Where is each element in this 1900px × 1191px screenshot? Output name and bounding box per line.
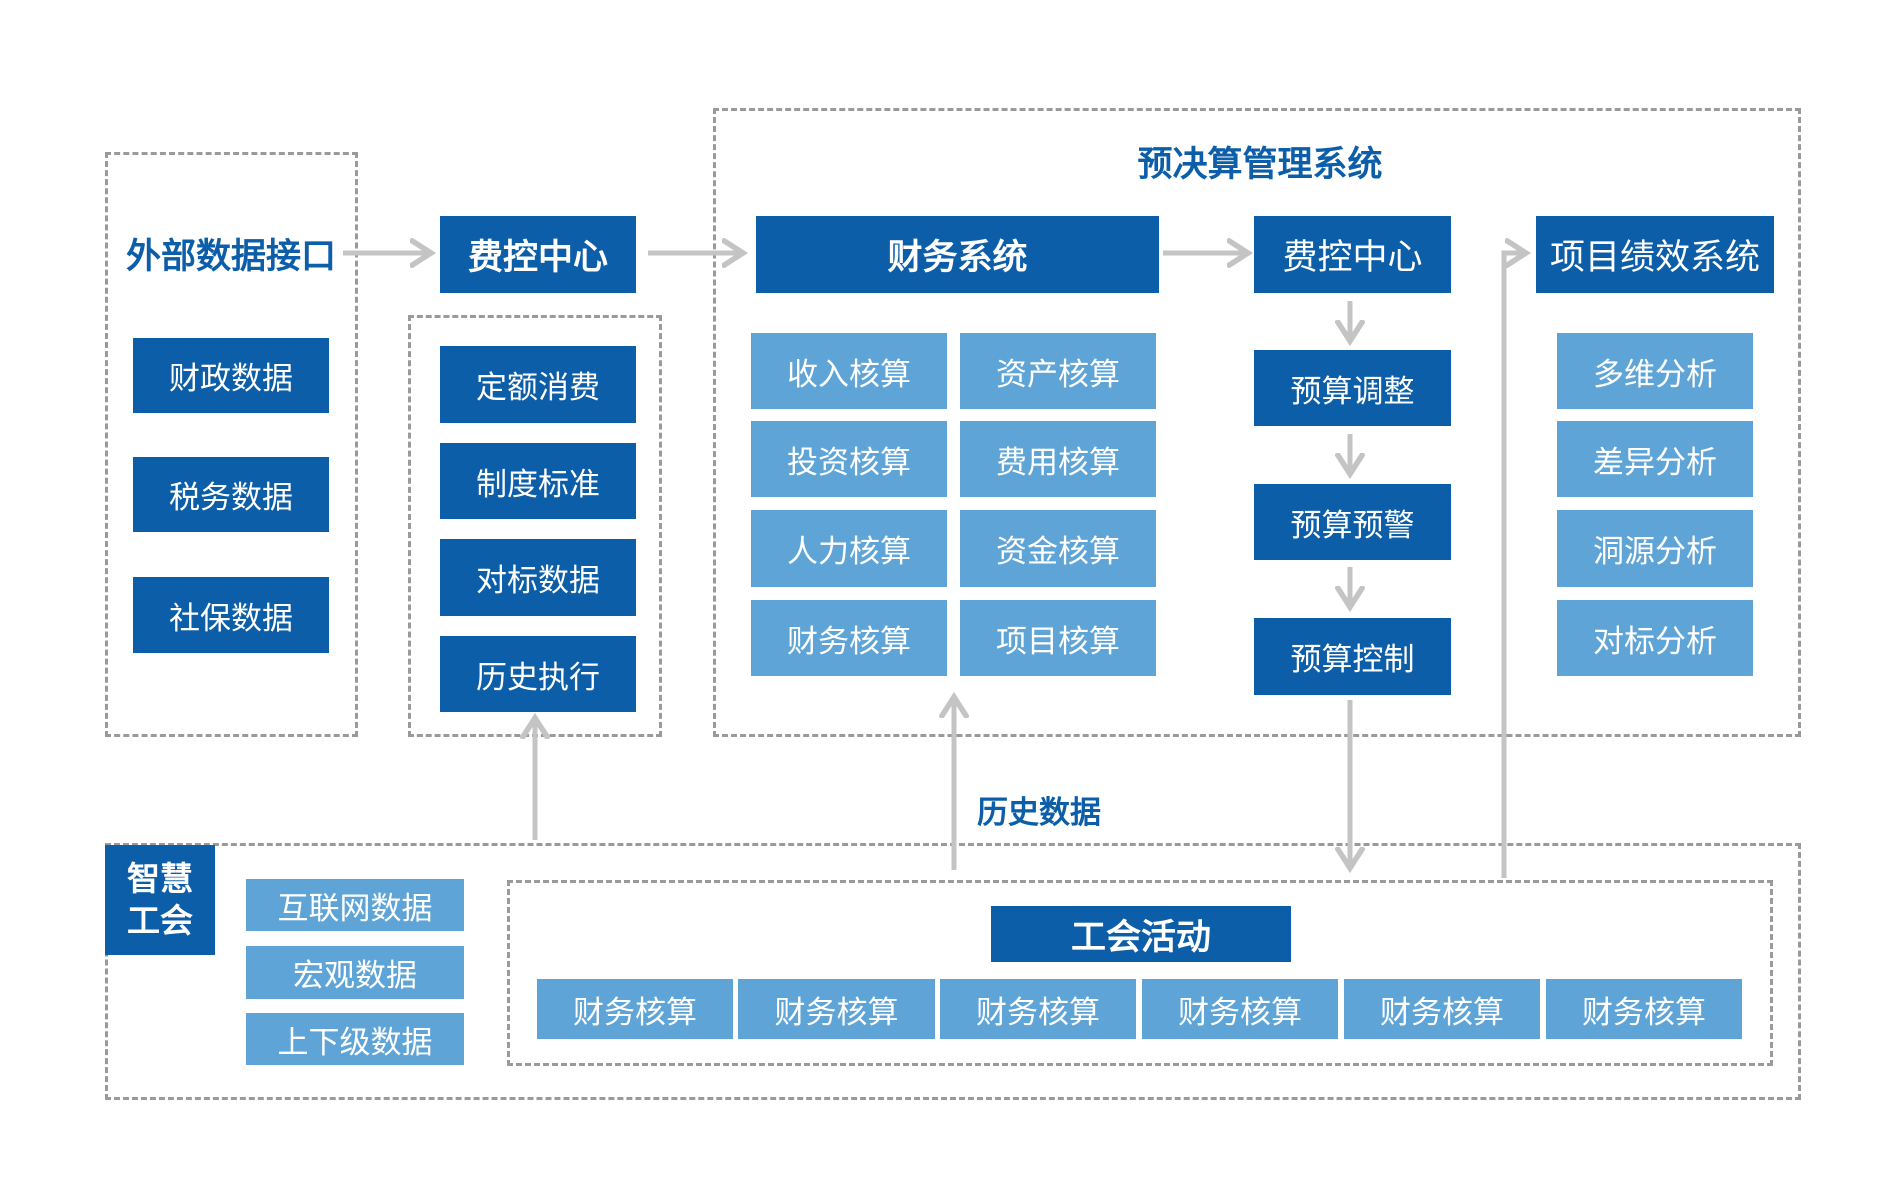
cost-center-right-title: 费控中心 [1254, 216, 1451, 293]
external-item-social-security: 社保数据 [133, 577, 329, 653]
cost-center-left-item-benchmark: 对标数据 [440, 539, 636, 616]
finance-item-project: 项目核算 [960, 600, 1156, 676]
union-item-internet: 互联网数据 [246, 879, 464, 931]
activity-item-4: 财务核算 [1142, 979, 1338, 1039]
performance-item-variance: 差异分析 [1557, 421, 1753, 497]
finance-item-revenue: 收入核算 [751, 333, 947, 409]
budget-system-group [713, 108, 1801, 737]
union-item-hierarchy: 上下级数据 [246, 1013, 464, 1065]
activity-item-1: 财务核算 [537, 979, 733, 1039]
smart-union-title-line2: 工会 [127, 901, 193, 940]
cost-center-left-item-quota: 定额消费 [440, 346, 636, 423]
union-item-macro: 宏观数据 [246, 946, 464, 999]
external-item-tax: 税务数据 [133, 457, 329, 532]
activity-item-6: 财务核算 [1546, 979, 1742, 1039]
union-activity-group [507, 880, 1773, 1066]
finance-system-title: 财务系统 [756, 216, 1159, 293]
external-interface-title: 外部数据接口 [125, 236, 336, 277]
finance-item-assets: 资产核算 [960, 333, 1156, 409]
finance-item-funds: 资金核算 [960, 510, 1156, 587]
performance-item-source: 洞源分析 [1557, 510, 1753, 587]
finance-item-expense: 费用核算 [960, 421, 1156, 497]
finance-item-hr: 人力核算 [751, 510, 947, 587]
activity-item-5: 财务核算 [1344, 979, 1540, 1039]
finance-item-investment: 投资核算 [751, 421, 947, 497]
performance-system-title: 项目绩效系统 [1536, 216, 1774, 293]
activity-item-3: 财务核算 [940, 979, 1136, 1039]
smart-union-title: 智慧 工会 [105, 845, 215, 955]
arrow-union-to-performance [1501, 253, 1526, 878]
budget-system-title: 预决算管理系统 [1137, 144, 1383, 185]
performance-item-benchmark: 对标分析 [1557, 600, 1753, 676]
union-activity-title: 工会活动 [991, 906, 1291, 962]
cost-center-item-warning: 预算预警 [1254, 484, 1451, 560]
cost-center-item-control: 预算控制 [1254, 618, 1451, 695]
external-interface-group [105, 152, 358, 737]
external-item-fiscal: 财政数据 [133, 338, 329, 413]
performance-item-multidim: 多维分析 [1557, 333, 1753, 409]
cost-center-left-title: 费控中心 [440, 216, 636, 293]
activity-item-2: 财务核算 [738, 979, 935, 1039]
history-data-label: 历史数据 [977, 794, 1101, 831]
finance-item-finance: 财务核算 [751, 600, 947, 676]
cost-center-item-adjust: 预算调整 [1254, 350, 1451, 426]
cost-center-left-item-history: 历史执行 [440, 636, 636, 712]
smart-union-title-line1: 智慧 [127, 859, 193, 898]
cost-center-left-item-policy: 制度标准 [440, 443, 636, 519]
